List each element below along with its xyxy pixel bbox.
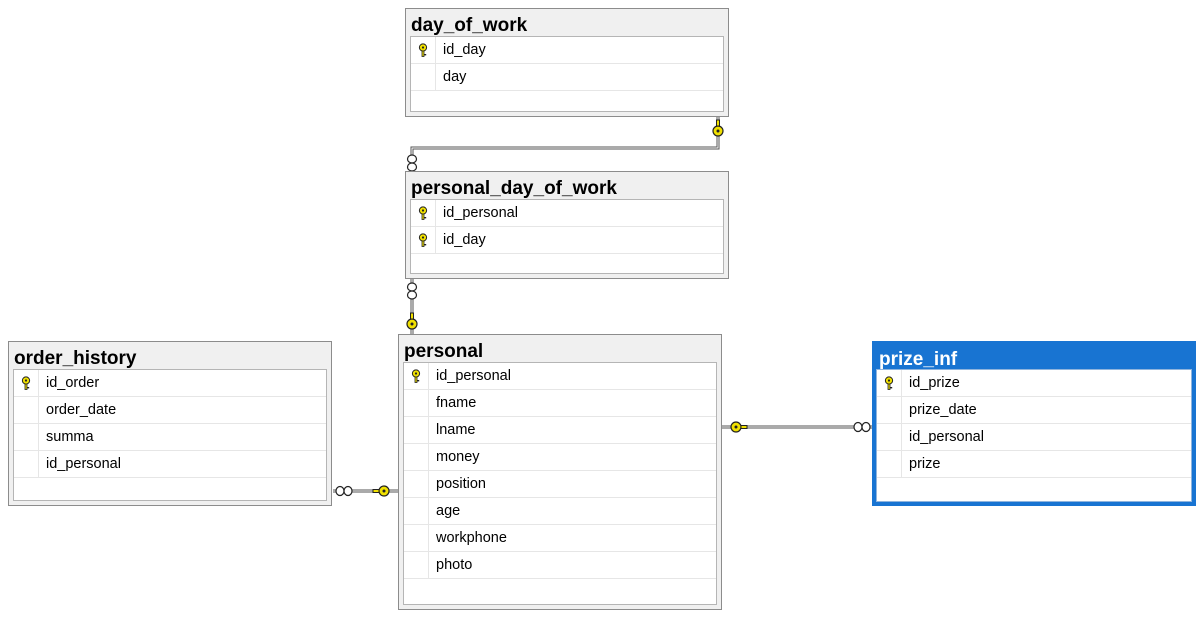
one-end-key-icon	[372, 485, 390, 497]
key-cell	[14, 397, 39, 423]
key-cell	[404, 417, 429, 443]
column-name: money	[436, 449, 480, 465]
column-row[interactable]: day	[411, 64, 723, 91]
relationship-prize_inf-personal[interactable]	[722, 421, 872, 433]
key-cell	[404, 363, 429, 389]
column-name: id_day	[443, 232, 486, 248]
column-name: id_prize	[909, 375, 960, 391]
column-row[interactable]: money	[404, 444, 716, 471]
relationship-personal_day_of_work-personal[interactable]	[406, 279, 418, 334]
column-row[interactable]: id_personal	[877, 424, 1191, 451]
key-cell	[877, 397, 902, 423]
column-name: fname	[436, 395, 477, 411]
column-row[interactable]: fname	[404, 390, 716, 417]
column-name: id_order	[46, 375, 100, 391]
table-title[interactable]: day_of_work	[411, 15, 528, 36]
column-row[interactable]: id_personal	[411, 200, 723, 227]
column-name: id_day	[443, 42, 486, 58]
column-row[interactable]: lname	[404, 417, 716, 444]
one-end-key-icon	[730, 421, 748, 433]
many-end-infinity-icon	[853, 421, 871, 433]
relationship-order_history-personal[interactable]	[333, 485, 398, 497]
many-end-infinity-icon	[406, 154, 418, 172]
many-end-infinity-icon	[335, 485, 353, 497]
column-name: order_date	[46, 402, 117, 418]
column-row[interactable]: id_day	[411, 227, 723, 254]
column-row[interactable]: order_date	[14, 397, 326, 424]
table-title[interactable]: order_history	[14, 348, 137, 369]
key-cell	[14, 424, 39, 450]
column-row[interactable]: id_personal	[404, 363, 716, 390]
table-title[interactable]: prize_inf	[879, 349, 958, 369]
key-cell	[14, 451, 39, 477]
key-cell	[877, 451, 902, 477]
table-title[interactable]: personal	[404, 341, 484, 362]
key-cell	[411, 200, 436, 226]
column-name: id_personal	[443, 205, 518, 221]
one-end-key-icon	[406, 312, 418, 330]
column-row[interactable]: workphone	[404, 525, 716, 552]
key-cell	[877, 424, 902, 450]
column-row[interactable]: summa	[14, 424, 326, 451]
column-row[interactable]: id_day	[411, 37, 723, 64]
key-cell	[411, 227, 436, 253]
column-row[interactable]: photo	[404, 552, 716, 579]
many-end-infinity-icon	[406, 282, 418, 300]
key-cell	[404, 471, 429, 497]
key-cell	[404, 444, 429, 470]
relationship-day_of_work-personal_day_of_work[interactable]	[406, 117, 724, 172]
column-grid: id_personal id_day	[410, 199, 724, 274]
column-name: workphone	[436, 530, 507, 546]
key-cell	[404, 498, 429, 524]
column-row[interactable]: id_personal	[14, 451, 326, 478]
column-row[interactable]: age	[404, 498, 716, 525]
column-name: day	[443, 69, 467, 85]
column-name: lname	[436, 422, 476, 438]
table-personal-day-of-work[interactable]: personal_day_of_work id_personal id_day	[405, 171, 729, 279]
column-name: age	[436, 503, 461, 519]
key-cell	[404, 390, 429, 416]
table-title[interactable]: personal_day_of_work	[411, 178, 617, 199]
column-row[interactable]: id_order	[14, 370, 326, 397]
column-name: summa	[46, 429, 94, 445]
key-cell	[411, 64, 436, 90]
column-name: id_personal	[909, 429, 984, 445]
column-row[interactable]: position	[404, 471, 716, 498]
key-cell	[404, 552, 429, 578]
key-cell	[411, 37, 436, 63]
column-name: id_personal	[436, 368, 511, 384]
column-row[interactable]: prize	[877, 451, 1191, 478]
one-end-key-icon	[712, 119, 724, 137]
key-cell	[877, 370, 902, 396]
column-name: id_personal	[46, 456, 121, 472]
column-row[interactable]: id_prize	[877, 370, 1191, 397]
column-row[interactable]: prize_date	[877, 397, 1191, 424]
column-name: prize	[909, 456, 941, 472]
column-name: photo	[436, 557, 473, 573]
key-cell	[404, 525, 429, 551]
key-cell	[14, 370, 39, 396]
column-name: prize_date	[909, 402, 977, 418]
column-name: position	[436, 476, 486, 492]
